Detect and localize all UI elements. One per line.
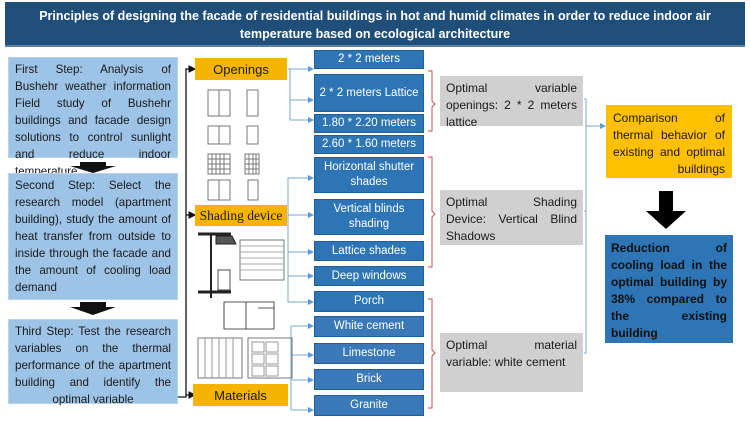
- option-shading-deep-windows: Deep windows: [314, 266, 424, 286]
- third-step-box: Third Step: Test the research variables …: [8, 319, 178, 406]
- result-materials: Optimal material variable: white cement: [440, 333, 583, 392]
- option-material-granite: Granite: [314, 395, 424, 416]
- option-shading-porch: Porch: [314, 291, 424, 312]
- option-material-limestone: Limestone: [314, 343, 424, 364]
- result-openings: Optimal variable openings: 2 * 2 meters …: [440, 76, 583, 129]
- second-step-box: Second Step: Select the research model (…: [8, 173, 178, 300]
- category-shading-device: Shading device: [195, 205, 287, 226]
- comparison-box: Comparison of thermal behavior of existi…: [606, 105, 732, 178]
- category-materials: Materials: [193, 384, 288, 406]
- shading-drawings-icon: [197, 232, 293, 379]
- down-arrow-icon: [70, 302, 116, 315]
- option-material-brick: Brick: [314, 369, 424, 390]
- down-arrow-icon: [70, 160, 116, 173]
- option-openings-1.80x2.20: 1.80 * 2.20 meters: [314, 114, 424, 133]
- down-arrow-icon: [646, 191, 686, 229]
- diagram-title: Principles of designing the facade of re…: [5, 2, 745, 47]
- result-shading: Optimal Shading Device: Vertical Blind S…: [440, 190, 583, 245]
- option-shading-vertical-blinds: Vertical blinds shading: [314, 199, 424, 235]
- option-openings-2x2-lattice: 2 * 2 meters Lattice: [314, 74, 424, 112]
- conclusion-box: Reduction of cooling load in the optimal…: [605, 235, 733, 343]
- option-shading-lattice: Lattice shades: [314, 241, 424, 261]
- window-drawings-icon: [207, 89, 260, 201]
- first-step-box: First Step: Analysis of Bushehr weather …: [8, 57, 178, 178]
- option-openings-2.60x1.60: 2.60 * 1.60 meters: [314, 135, 424, 154]
- option-shading-horizontal-shutter: Horizontal shutter shades: [314, 157, 424, 193]
- option-material-white-cement: White cement: [314, 316, 424, 337]
- option-openings-2x2: 2 * 2 meters: [314, 50, 424, 69]
- category-openings: Openings: [195, 58, 287, 80]
